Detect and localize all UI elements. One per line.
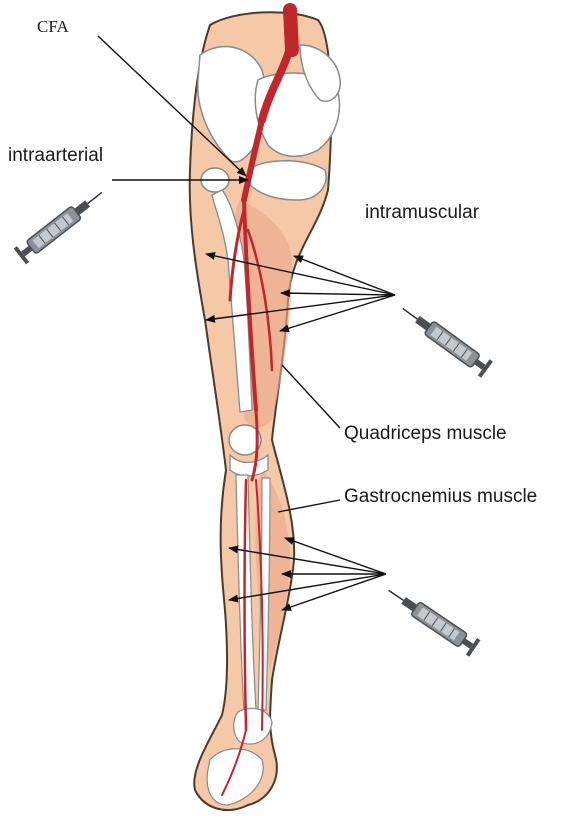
im-calf-arrow-3: [282, 574, 386, 610]
syringe-icon: [383, 582, 480, 657]
syringe-icon: [397, 300, 493, 377]
syringe-icon: [14, 185, 108, 265]
label-gastrocnemius-muscle: Gastrocnemius muscle: [344, 487, 537, 506]
im-thigh-arrow-3: [280, 295, 395, 331]
quadriceps-leader-line: [282, 365, 340, 428]
label-intramuscular: intramuscular: [365, 203, 479, 222]
im-thigh-arrow-2: [281, 293, 395, 295]
aorta: [290, 10, 292, 50]
im-calf-arrow-1: [285, 538, 386, 574]
label-cfa: CFA: [37, 18, 69, 35]
im-thigh-arrow-1: [294, 256, 395, 295]
anterior-tibial-artery: [245, 480, 247, 730]
label-intraarterial: intraarterial: [8, 146, 103, 165]
label-quadriceps-muscle: Quadriceps muscle: [344, 424, 507, 443]
